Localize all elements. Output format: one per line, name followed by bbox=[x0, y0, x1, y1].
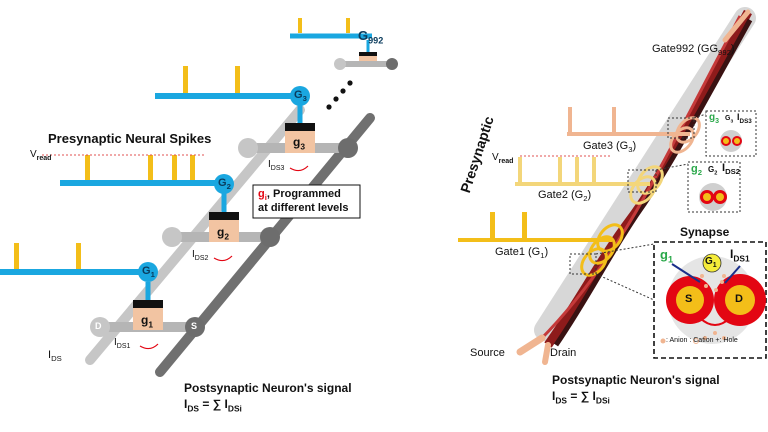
right-postsyn-equation: IDS = ∑ IDSi bbox=[552, 389, 610, 406]
small-ids2: IDS2 bbox=[722, 162, 741, 177]
ids-total-label: IDS bbox=[48, 349, 62, 364]
gate-stack-3 bbox=[285, 104, 315, 153]
gate-1-label: G1 bbox=[142, 265, 155, 280]
gate1-label: Gate1 (G1) bbox=[495, 246, 549, 261]
cond-3-label: g3 bbox=[293, 135, 306, 152]
gate-2-label: G2 bbox=[218, 177, 231, 192]
cond-1-label: g1 bbox=[141, 313, 154, 330]
left-postsyn-equation: IDS = ∑ IDSi bbox=[184, 397, 242, 414]
synapse-current bbox=[699, 317, 731, 326]
top-tail bbox=[722, 9, 751, 43]
drain-tail bbox=[542, 342, 551, 365]
conn-2 bbox=[655, 163, 689, 171]
conn-1a bbox=[595, 243, 655, 255]
ids1-arrow bbox=[139, 343, 159, 350]
small-G2: G2 bbox=[708, 165, 718, 177]
ids3-label: IDS3 bbox=[268, 159, 285, 173]
synapse-d-inner bbox=[725, 285, 755, 315]
drain-node-label: D bbox=[95, 321, 102, 331]
presynaptic-spikes bbox=[14, 18, 350, 269]
legend-anion-dot bbox=[660, 338, 666, 344]
node-s3 bbox=[338, 138, 358, 158]
synapse-arrow-g bbox=[671, 263, 701, 283]
inset-D: D bbox=[735, 293, 743, 305]
gate992-label: Gate992 (GG992) bbox=[652, 43, 735, 58]
legend-cation-dot bbox=[693, 338, 699, 344]
drain-label: Drain bbox=[550, 347, 577, 359]
gate2-focus-box bbox=[627, 169, 657, 193]
node-d1 bbox=[90, 317, 110, 337]
small-g2: g2 bbox=[691, 163, 703, 178]
small-G3: G3 bbox=[725, 115, 734, 125]
synapse-arrow-ids bbox=[724, 265, 741, 284]
inset-ids1: IDS1 bbox=[730, 247, 750, 264]
inset-G1: G1 bbox=[705, 256, 717, 270]
gate-node-1 bbox=[138, 262, 158, 282]
source-label: Source bbox=[470, 347, 505, 359]
right-spikes bbox=[490, 107, 616, 238]
cond-2-label: g2 bbox=[217, 225, 230, 242]
gate-3-label: G3 bbox=[294, 89, 307, 104]
programmed-text-1: gi, Programmed bbox=[258, 188, 341, 203]
small-ids3: IDS3 bbox=[737, 112, 752, 125]
right-vread-label: Vread bbox=[492, 152, 514, 166]
synapse-title: Synapse bbox=[680, 225, 730, 239]
gate3-focus-box bbox=[667, 117, 695, 139]
programmed-box-frame bbox=[252, 184, 361, 219]
presynaptic-title: Presynaptic Neural Spikes bbox=[48, 131, 212, 146]
node-d2 bbox=[162, 227, 182, 247]
inset-S: S bbox=[685, 293, 693, 305]
gate-coils bbox=[580, 116, 701, 277]
vread-label: Vread bbox=[30, 149, 52, 163]
gate-stack-1 bbox=[133, 282, 163, 330]
ids2-label: IDS2 bbox=[192, 249, 209, 263]
inset-g1: g1 bbox=[660, 247, 674, 265]
gate-992-label: G992 bbox=[358, 28, 384, 46]
synapse-gate-ball bbox=[702, 253, 722, 273]
left-postsyn-title: Postsynaptic Neuron's signal bbox=[184, 381, 352, 395]
gate-node-2 bbox=[214, 174, 234, 194]
source-tail bbox=[516, 334, 546, 356]
node-d3 bbox=[238, 138, 258, 158]
gate-stack-2 bbox=[209, 192, 239, 242]
ids3-arrow bbox=[289, 165, 309, 172]
gate2-label: Gate2 (G2) bbox=[538, 189, 592, 204]
fiber-strand-3 bbox=[538, 15, 742, 342]
small-g3: g3 bbox=[709, 112, 720, 126]
inset-legend: : Anion : Cation +: Hole bbox=[666, 337, 738, 344]
synapse-s-inner bbox=[676, 286, 704, 314]
source-node-label: S bbox=[191, 321, 198, 331]
node-s2 bbox=[260, 227, 280, 247]
node-s1 bbox=[185, 317, 205, 337]
programmed-text-2: at different levels bbox=[258, 202, 349, 214]
ellipsis-dots bbox=[326, 80, 353, 110]
synapse-ions bbox=[700, 274, 726, 340]
right-postsyn-title: Postsynaptic Neuron's signal bbox=[552, 373, 720, 387]
ids1-label: IDS1 bbox=[114, 337, 131, 351]
gate-node-3 bbox=[290, 86, 310, 106]
gate1-focus-box bbox=[569, 253, 597, 275]
fiber-strand-2 bbox=[553, 18, 753, 347]
gate3-label: Gate3 (G3) bbox=[583, 140, 637, 155]
conn-1b bbox=[595, 273, 655, 301]
gate-stack-992 bbox=[334, 40, 398, 70]
ids2-arrow bbox=[213, 255, 233, 262]
